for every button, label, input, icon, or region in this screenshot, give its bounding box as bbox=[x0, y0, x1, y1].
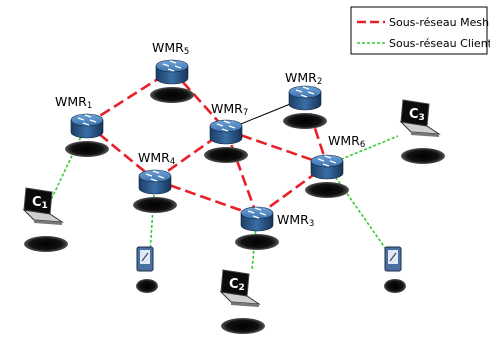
laptop-label-c2: C2 bbox=[229, 277, 245, 293]
laptop-icon-c2: C2 bbox=[219, 269, 265, 334]
router-label-wmr5: WMR5 bbox=[152, 40, 189, 57]
legend-client-label: Sous-réseau Client bbox=[389, 37, 490, 50]
client-link-wmr6-pda2 bbox=[326, 164, 391, 256]
router-icon-wmr5 bbox=[150, 59, 194, 103]
mesh-link-wmr5-wmr7 bbox=[171, 69, 227, 131]
mesh-link-wmr4-wmr3 bbox=[154, 178, 258, 218]
router-label-wmr3: WMR3 bbox=[277, 212, 314, 229]
laptop-icon-c1: C1 bbox=[22, 187, 68, 252]
legend-box bbox=[350, 6, 488, 55]
pda-icon-pda2 bbox=[384, 246, 406, 293]
router-icon-wmr1 bbox=[65, 113, 109, 157]
client-link-wmr1-c1 bbox=[49, 123, 88, 203]
router-icon-wmr4 bbox=[133, 169, 177, 213]
links-layer bbox=[49, 68, 399, 271]
router-label-wmr7: WMR7 bbox=[211, 101, 248, 118]
router-icon-wmr3 bbox=[235, 206, 279, 250]
pda-icon-pda1 bbox=[136, 246, 158, 293]
mesh-link-wmr7-wmr6 bbox=[225, 128, 328, 167]
mesh-link-wmr1-wmr4 bbox=[86, 122, 156, 182]
legend: Sous-réseau Mesh Sous-réseau Client bbox=[350, 6, 490, 55]
mesh-link-wmr2-wmr6 bbox=[303, 97, 329, 166]
router-label-wmr2: WMR2 bbox=[285, 70, 322, 87]
router-icon-wmr6 bbox=[305, 154, 349, 198]
router-icon-wmr2 bbox=[283, 85, 327, 129]
laptop-label-c1: C1 bbox=[32, 195, 48, 211]
laptop-label-c3: C3 bbox=[409, 107, 425, 123]
router-icon-wmr7 bbox=[204, 119, 248, 163]
router-label-wmr6: WMR6 bbox=[328, 133, 365, 150]
router-label-wmr4: WMR4 bbox=[138, 150, 175, 167]
laptop-icon-c3: C3 bbox=[399, 99, 445, 164]
labels-layer: WMR1 WMR2 WMR3 WMR4 WMR5 WMR6 WMR7 bbox=[55, 40, 365, 229]
legend-mesh-label: Sous-réseau Mesh bbox=[389, 16, 489, 29]
router-label-wmr1: WMR1 bbox=[55, 94, 92, 111]
